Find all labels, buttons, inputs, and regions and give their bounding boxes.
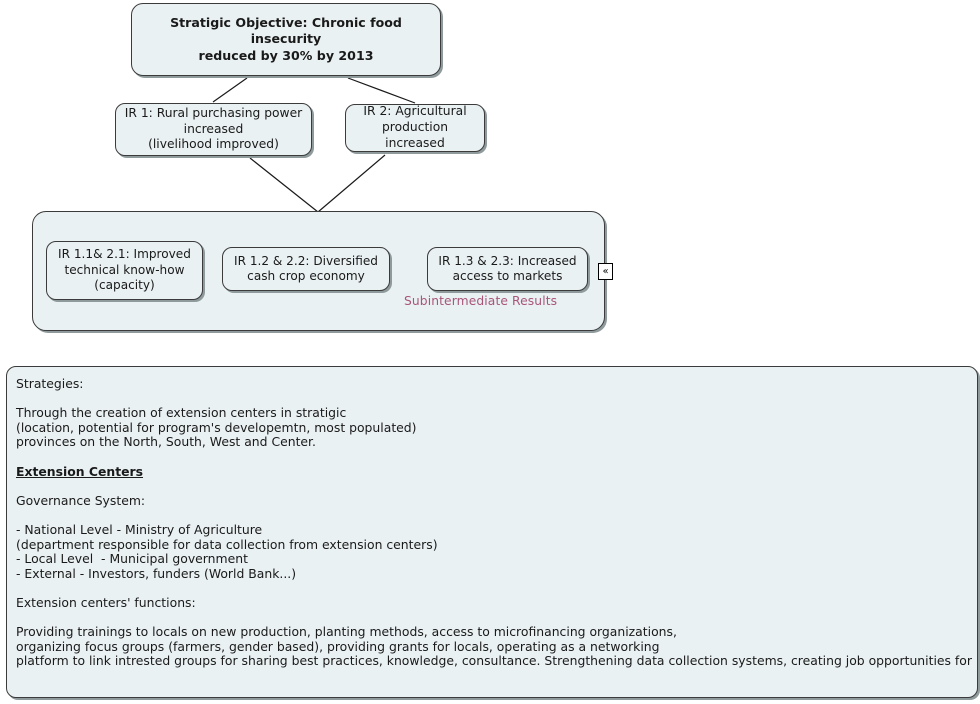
- connector-ir1-to-subir: [249, 157, 319, 213]
- notes-spacer: [16, 479, 967, 494]
- connector-so-to-ir1: [212, 77, 248, 103]
- notes-line: (location, potential for program's devel…: [16, 419, 417, 435]
- strategies-notes-panel[interactable]: Strategies: Through the creation of exten…: [6, 366, 978, 698]
- notes-line: Governance System:: [16, 492, 146, 508]
- notes-line: (department responsible for data collect…: [16, 536, 438, 552]
- notes-line: organizing focus groups (farmers, gender…: [16, 638, 660, 654]
- intermediate-result-1-node[interactable]: IR 1: Rural purchasing power increased (…: [115, 103, 312, 156]
- strategic-objective-node[interactable]: Stratigic Objective: Chronic food insecu…: [131, 3, 441, 76]
- intermediate-result-2-node[interactable]: IR 2: Agricultural production increased: [345, 104, 485, 152]
- connector-so-to-ir2: [347, 77, 416, 104]
- notes-heading: Extension Centers: [16, 463, 144, 479]
- notes-line: - External - Investors, funders (World B…: [16, 565, 297, 581]
- subintermediate-result-2-node[interactable]: IR 1.2 & 2.2: Diversified cash crop econ…: [222, 247, 390, 291]
- intermediate-result-2-label: IR 2: Agricultural production increased: [363, 104, 467, 150]
- strategic-objective-label: Stratigic Objective: Chronic food insecu…: [170, 15, 402, 63]
- subintermediate-result-3-label: IR 1.3 & 2.3: Increased access to market…: [438, 253, 577, 283]
- notes-line: provinces on the North, South, West and …: [16, 434, 316, 450]
- notes-line: Extension centers' functions:: [16, 594, 196, 610]
- notes-spacer: [16, 508, 967, 523]
- subintermediate-results-caption: Subintermediate Results: [404, 294, 558, 308]
- notes-line: platform to link intrested groups for sh…: [16, 653, 978, 669]
- notes-spacer: [16, 611, 967, 626]
- notes-line: - Local Level - Municipal government: [16, 551, 248, 567]
- strategies-notes-body: Strategies: Through the creation of exten…: [16, 376, 978, 669]
- notes-line: - National Level - Ministry of Agricultu…: [16, 521, 263, 537]
- notes-line: Through the creation of extension center…: [16, 405, 347, 421]
- subintermediate-result-3-node[interactable]: IR 1.3 & 2.3: Increased access to market…: [427, 247, 588, 291]
- intermediate-result-1-label: IR 1: Rural purchasing power increased (…: [124, 105, 303, 152]
- collapse-chevron-left-icon[interactable]: «: [598, 263, 613, 280]
- notes-line: Providing trainings to locals on new pro…: [16, 624, 677, 640]
- notes-spacer: [16, 450, 967, 465]
- subintermediate-result-1-label: IR 1.1& 2.1: Improved technical know-how…: [58, 247, 191, 293]
- connector-ir2-to-subir: [317, 154, 386, 213]
- subintermediate-result-2-label: IR 1.2 & 2.2: Diversified cash crop econ…: [234, 253, 378, 283]
- subintermediate-result-1-node[interactable]: IR 1.1& 2.1: Improved technical know-how…: [46, 241, 203, 300]
- notes-line: Strategies:: [16, 376, 84, 391]
- notes-spacer: [16, 581, 967, 596]
- notes-spacer: [16, 392, 967, 407]
